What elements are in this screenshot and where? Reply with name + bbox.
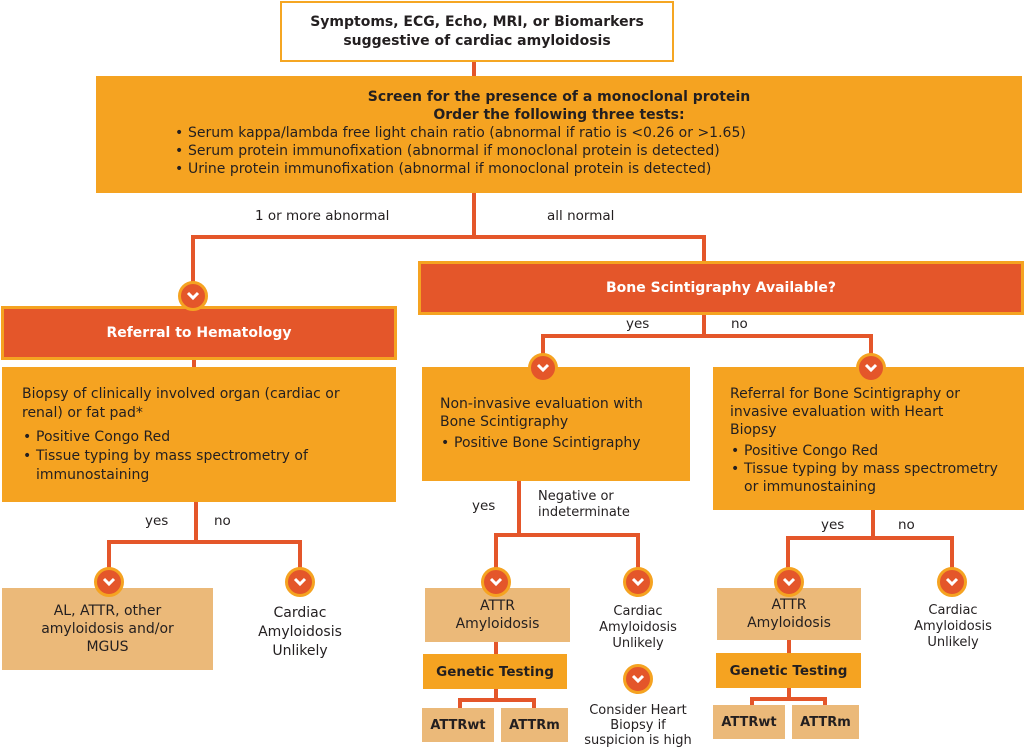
connector-line [823,697,827,709]
connector-line [750,697,754,709]
start-line-1: Symptoms, ECG, Echo, MRI, or Biomarkers [310,13,644,30]
bone-scint-question-box: Bone Scintigraphy Available? [418,261,1024,315]
attrwt-text: ATTRwt [721,714,777,730]
connector-line [494,688,498,702]
connector-line [298,540,302,570]
unlikely-text: Cardiac Amyloidosis Unlikely [258,605,342,659]
noninvasive-box: Non-invasive evaluation with Bone Scinti… [422,367,690,481]
connector-line [541,334,873,338]
connector-line [191,235,195,295]
connector-line [702,313,706,337]
negative-label: Negative or indeterminate [538,489,630,520]
al-attr-text: AL, ATTR, other amyloidosis and/or MGUS [41,603,174,655]
consider-text: Consider Heart Biopsy if suspicion is hi… [584,703,692,748]
referral-bone-title: Referral for Bone Scintigraphy or invasi… [730,386,961,438]
referral-bone-bullet: Positive Congo Red [730,442,1004,460]
connector-line [472,193,476,236]
connector-line [494,533,498,569]
unlikely-text: Cardiac Amyloidosis Unlikely [599,604,677,651]
connector-line [871,510,875,538]
chevron-down-icon [94,567,124,597]
connector-line [472,61,476,77]
genetic-text: Genetic Testing [436,663,554,680]
connector-line [702,235,706,263]
connector-line [194,502,198,542]
genetic-text: Genetic Testing [729,662,848,679]
biopsy-bullet: Positive Congo Red [22,428,368,447]
start-box: Symptoms, ECG, Echo, MRI, or Biomarkers … [280,1,674,62]
normal-label: all normal [547,208,615,224]
attrwt-box: ATTRwt [713,705,785,739]
genetic-box: Genetic Testing [423,654,567,689]
connector-line [458,698,536,702]
connector-line [192,358,196,368]
bone-scint-question: Bone Scintigraphy Available? [605,280,836,296]
genetic-box: Genetic Testing [716,653,861,688]
yes-label: yes [626,316,650,332]
connector-line [107,540,302,544]
connector-line [494,533,640,537]
no-label: no [898,517,915,533]
noninvasive-bullet: Positive Bone Scintigraphy [440,434,672,452]
connector-line [787,687,791,701]
biopsy-bullet: Tissue typing by mass spectrometry of im… [22,447,368,485]
screen-title: Screen for the presence of a monoclonal … [367,89,751,105]
hematology-title: Referral to Hematology [106,325,292,341]
connector-line [786,536,954,540]
connector-line [541,334,545,359]
noninvasive-title: Non-invasive evaluation with Bone Scinti… [440,396,643,430]
chevron-down-icon [623,664,653,694]
screen-subtitle: Order the following three tests: [433,107,685,123]
chevron-down-icon [623,567,653,597]
connector-line [750,697,827,701]
biopsy-box: Biopsy of clinically involved organ (car… [2,367,396,502]
connector-line [532,698,536,710]
screen-box: Screen for the presence of a monoclonal … [96,76,1022,193]
chevron-down-icon [937,567,967,597]
connector-line [494,640,498,656]
connector-line [787,639,791,655]
biopsy-title: Biopsy of clinically involved organ (car… [22,386,340,421]
screen-bullet: Serum kappa/lambda free light chain rati… [174,124,1022,142]
connector-line [191,235,706,239]
connector-line [869,334,873,359]
unlikely-text: Cardiac Amyloidosis Unlikely [914,603,992,650]
attr-box: ATTR Amyloidosis [425,588,570,642]
attr-text: ATTR Amyloidosis [747,597,831,631]
no-label: no [731,316,748,332]
attrwt-text: ATTRwt [430,717,486,733]
connector-line [107,540,111,570]
chevron-down-icon [528,353,558,383]
connector-line [636,533,640,569]
abnormal-label: 1 or more abnormal [255,208,390,224]
attrm-text: ATTRm [509,717,560,733]
attrm-box: ATTRm [501,708,568,742]
hematology-box: Referral to Hematology [1,306,397,360]
screen-bullet: Serum protein immunofixation (abnormal i… [174,142,1022,160]
connector-line [950,536,954,570]
attrm-box: ATTRm [792,705,859,739]
connector-line [517,481,521,535]
chevron-down-icon [481,567,511,597]
chevron-down-icon [856,353,886,383]
yes-label: yes [821,517,845,533]
attrwt-box: ATTRwt [422,708,494,742]
chevron-down-icon [774,567,804,597]
referral-bone-bullet: Tissue typing by mass spectrometry or im… [730,460,1004,496]
connector-line [458,698,462,710]
chevron-down-icon [285,567,315,597]
no-label: no [214,513,231,529]
yes-label: yes [145,513,169,529]
screen-bullet: Urine protein immunofixation (abnormal i… [174,160,1022,178]
al-attr-box: AL, ATTR, other amyloidosis and/or MGUS [2,588,213,670]
connector-line [786,536,790,570]
attrm-text: ATTRm [800,714,851,730]
attr-text: ATTR Amyloidosis [455,598,540,632]
start-line-2: suggestive of cardiac amyloidosis [343,32,611,49]
yes-label: yes [472,498,496,514]
referral-bone-box: Referral for Bone Scintigraphy or invasi… [713,367,1024,510]
chevron-down-icon [178,281,208,311]
